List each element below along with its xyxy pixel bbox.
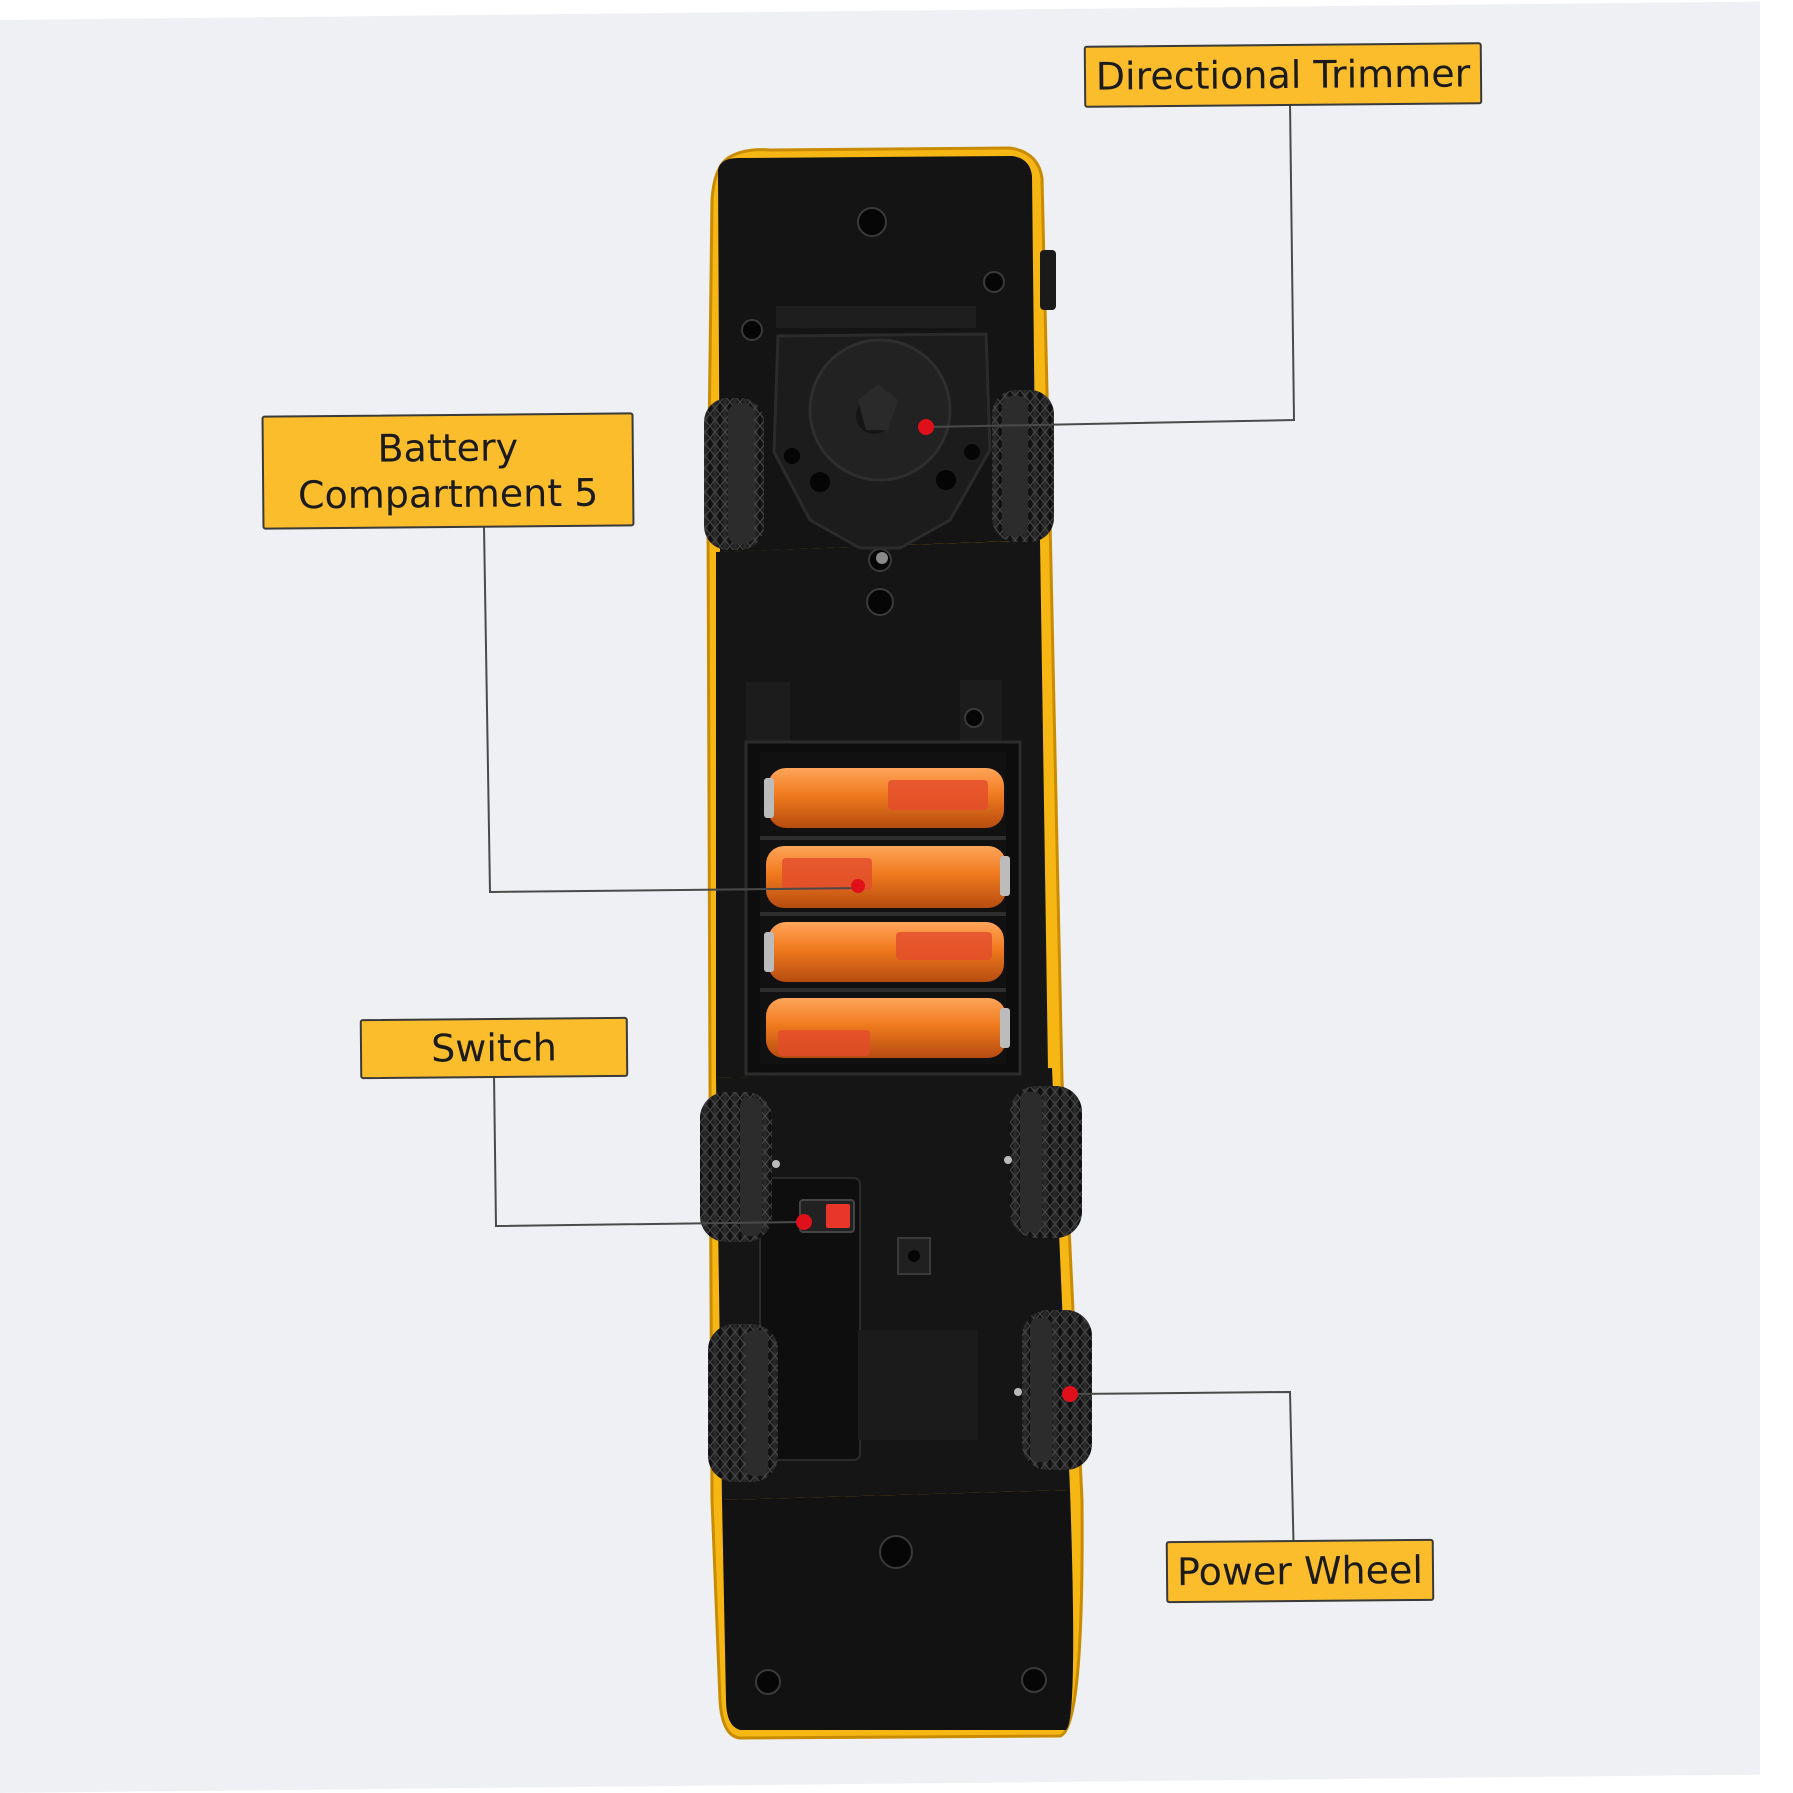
label-power-wheel: Power Wheel xyxy=(1165,1538,1435,1604)
label-directional-trimmer-text: Directional Trimmer xyxy=(1095,51,1471,99)
label-battery-compartment: Battery Compartment 5 xyxy=(261,412,635,530)
trimmer-housing xyxy=(772,332,992,550)
marker-dots xyxy=(796,419,1078,1402)
label-battery-line2: Compartment 5 xyxy=(297,470,599,518)
label-power-wheel-text: Power Wheel xyxy=(1176,1547,1424,1595)
battery-dividers xyxy=(760,836,1006,992)
battery-icon xyxy=(764,768,1010,1058)
port-icon xyxy=(897,1237,931,1275)
label-switch: Switch xyxy=(359,1016,629,1080)
label-battery-line1: Battery xyxy=(377,425,519,471)
label-directional-trimmer: Directional Trimmer xyxy=(1083,42,1483,108)
label-switch-text: Switch xyxy=(430,1025,558,1071)
screw-icon xyxy=(741,207,1047,1695)
wheel-icon xyxy=(700,390,1092,1482)
leader-lines xyxy=(483,101,1296,1565)
